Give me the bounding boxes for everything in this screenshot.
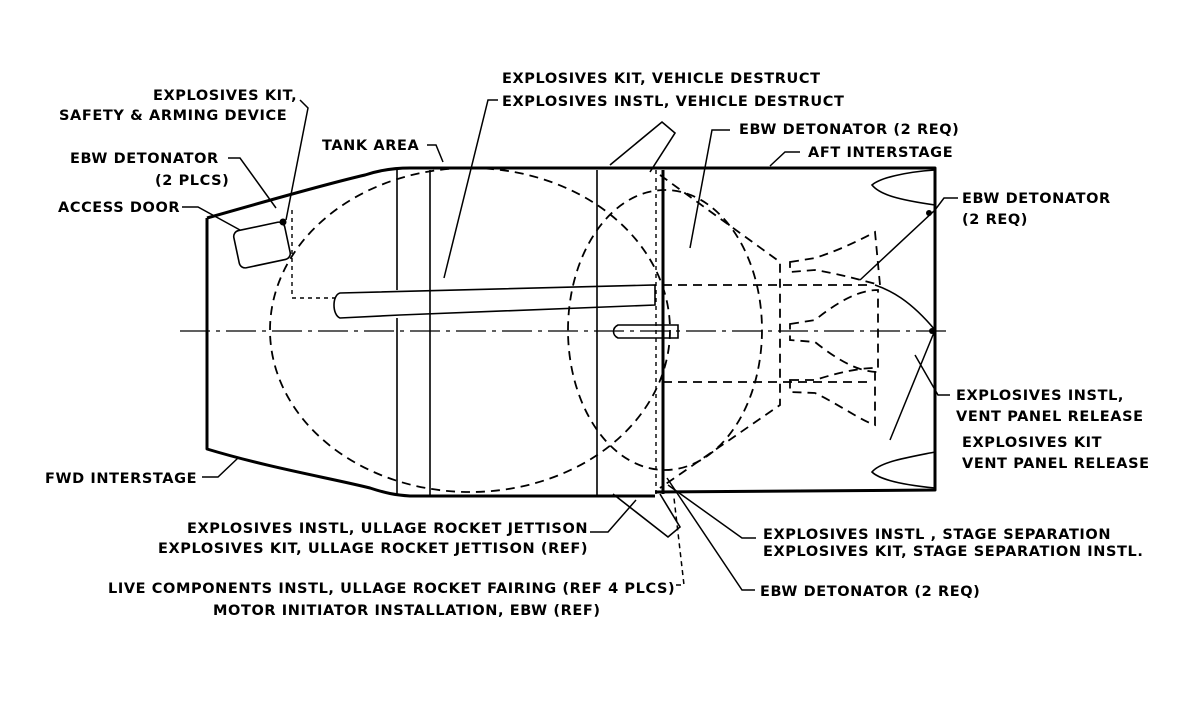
label-explosives-instl-ullage: EXPLOSIVES INSTL, ULLAGE ROCKET JETTISON xyxy=(187,521,588,537)
label-explosives-instl-vehicle-destruct: EXPLOSIVES INSTL, VEHICLE DESTRUCT xyxy=(502,94,845,110)
leader-live-components xyxy=(673,497,685,586)
leader-stage-sep xyxy=(667,484,756,539)
vent-panel-lower xyxy=(870,451,936,489)
label-explosives-kit-stage-sep: EXPLOSIVES KIT, STAGE SEPARATION INSTL. xyxy=(763,544,1143,560)
label-tank-area: TANK AREA xyxy=(322,138,419,154)
engines xyxy=(789,230,882,427)
fwd-tank-ellipse xyxy=(269,167,671,493)
label-explosives-instl-vent-2: VENT PANEL RELEASE xyxy=(956,409,1144,425)
engine-lower xyxy=(789,367,876,427)
leader-ebw-bottom xyxy=(666,477,755,591)
vent-panel-mid xyxy=(874,284,936,331)
label-explosives-kit-vent-1: EXPLOSIVES KIT xyxy=(962,435,1102,451)
label-ebw-detonator-top: EBW DETONATOR (2 REQ) xyxy=(739,122,959,138)
label-access-door: ACCESS DOOR xyxy=(58,200,180,216)
aft-interstage-outline xyxy=(654,166,937,494)
label-ebw-detonator-fwd-1: EBW DETONATOR xyxy=(70,151,219,167)
label-ebw-detonator-aft-2: (2 REQ) xyxy=(962,212,1028,228)
label-aft-interstage: AFT INTERSTAGE xyxy=(808,145,953,161)
tank-dashed-geometry xyxy=(269,167,870,493)
aft-tank-ellipse xyxy=(567,189,763,471)
label-explosives-kit-vehicle-destruct: EXPLOSIVES KIT, VEHICLE DESTRUCT xyxy=(502,71,821,87)
harness-run xyxy=(291,210,335,299)
access-door xyxy=(232,221,292,269)
engine-center xyxy=(789,289,879,373)
leader-vehicle-destruct xyxy=(443,99,498,279)
leader-tank-area xyxy=(427,144,444,163)
fwd-interstage-outline xyxy=(205,166,655,498)
leader-aft-interstage xyxy=(769,151,800,167)
leader-access-door xyxy=(182,206,241,231)
leader-ebw-top xyxy=(689,129,730,249)
label-explosives-kit-safety-1: EXPLOSIVES KIT, xyxy=(153,88,297,104)
ullage-fairing-top xyxy=(609,120,677,173)
engine-upper xyxy=(789,230,882,287)
leader-fwd-interstage xyxy=(202,457,239,478)
label-explosives-instl-stage-sep: EXPLOSIVES INSTL , STAGE SEPARATION xyxy=(763,527,1111,543)
destruct-charge-tip xyxy=(612,324,679,339)
callout-labels: EXPLOSIVES KIT, SAFETY & ARMING DEVICE E… xyxy=(45,71,1150,619)
label-ebw-detonator-fwd-2: (2 PLCS) xyxy=(155,173,229,189)
leader-ullage xyxy=(590,499,637,533)
destruct-charge xyxy=(333,284,679,339)
label-explosives-instl-vent-1: EXPLOSIVES INSTL, xyxy=(956,388,1124,404)
leader-ebw-aft xyxy=(859,197,958,281)
leader-vent-kit xyxy=(889,329,936,441)
thrust-structure xyxy=(659,174,781,489)
label-explosives-kit-vent-2: VENT PANEL RELEASE xyxy=(962,456,1150,472)
label-explosives-kit-safety-2: SAFETY & ARMING DEVICE xyxy=(59,108,287,124)
label-ebw-detonator-bottom: EBW DETONATOR (2 REQ) xyxy=(760,584,980,600)
label-fwd-interstage: FWD INTERSTAGE xyxy=(45,471,197,487)
leader-vent-release xyxy=(914,354,950,396)
vehicle-structure xyxy=(180,120,950,539)
leader-lines xyxy=(182,99,958,591)
label-motor-initiator: MOTOR INITIATOR INSTALLATION, EBW (REF) xyxy=(213,603,601,619)
engine-frame xyxy=(663,284,870,383)
vent-panel-upper xyxy=(870,169,936,206)
destruct-charge-tube xyxy=(333,284,656,319)
safety-arming-device xyxy=(279,218,287,226)
ullage-fairing-bottom xyxy=(612,493,682,539)
label-ebw-detonator-aft-1: EBW DETONATOR xyxy=(962,191,1111,207)
leader-safety-arming xyxy=(285,99,309,221)
label-explosives-kit-ullage: EXPLOSIVES KIT, ULLAGE ROCKET JETTISON (… xyxy=(158,541,588,557)
label-live-components: LIVE COMPONENTS INSTL, ULLAGE ROCKET FAI… xyxy=(108,581,675,597)
leader-ebw-fwd xyxy=(228,157,277,209)
